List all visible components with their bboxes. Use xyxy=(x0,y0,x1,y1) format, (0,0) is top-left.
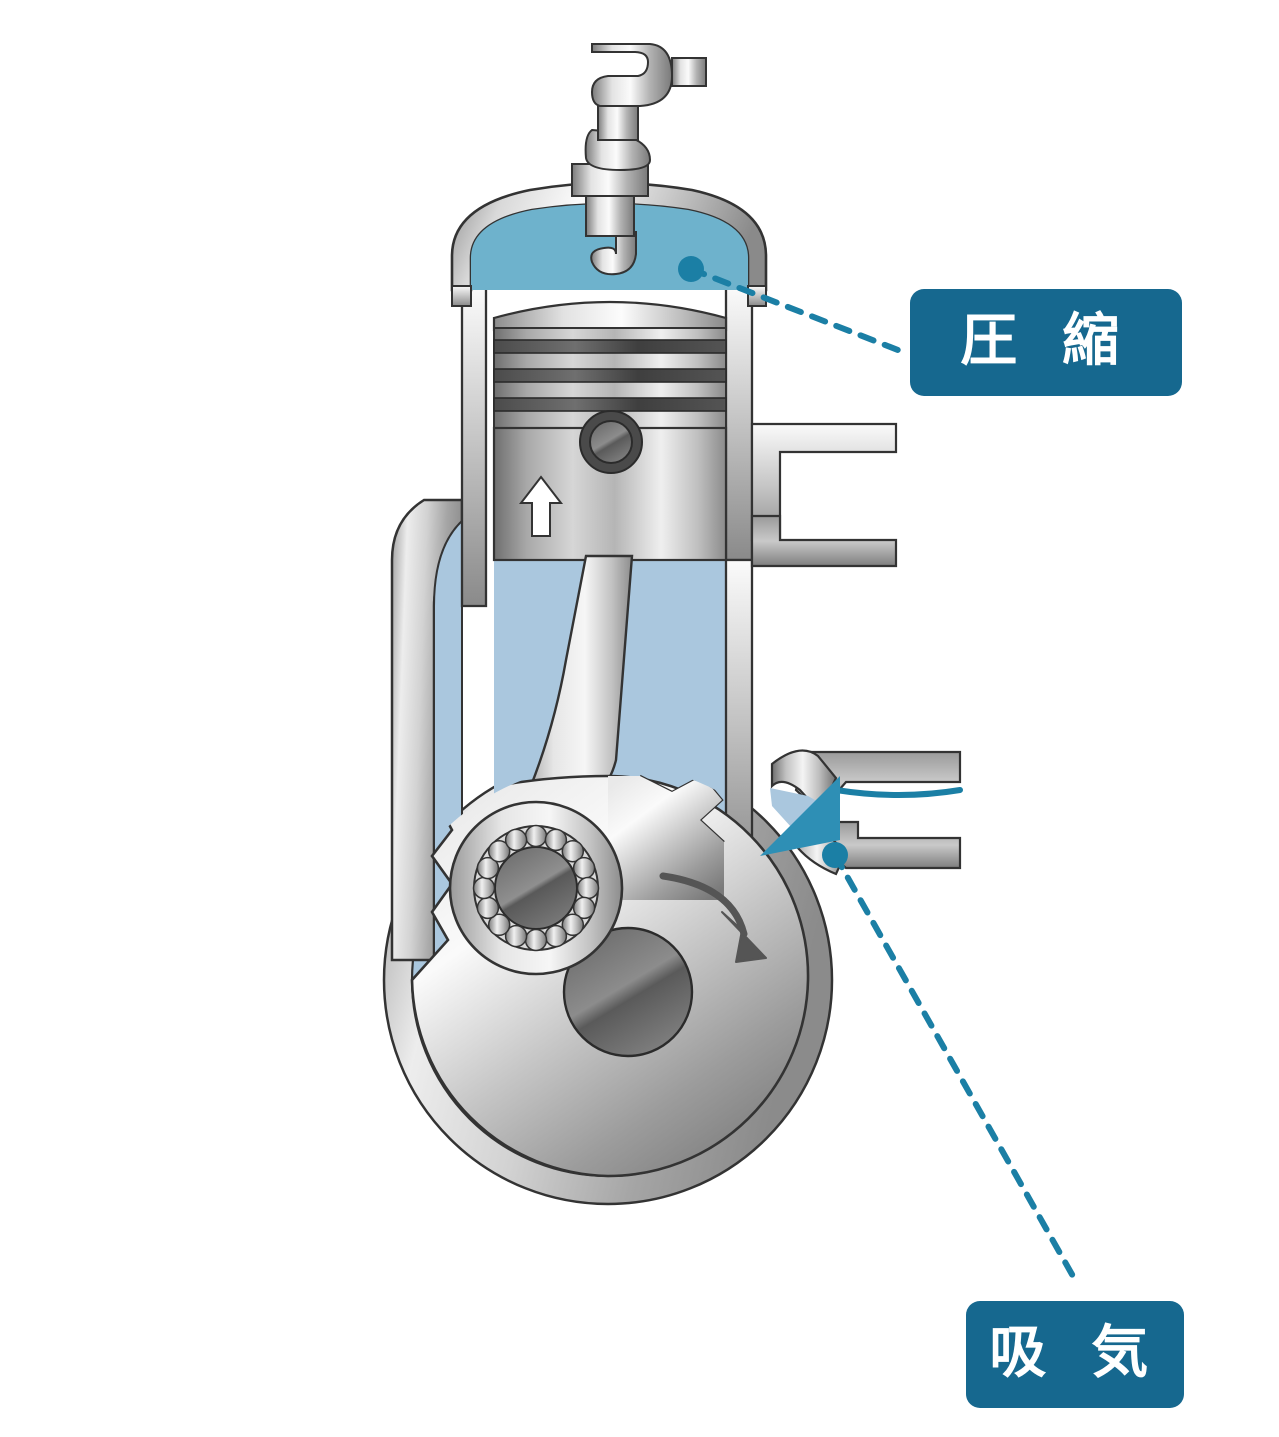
leader-intake xyxy=(822,842,1081,1288)
leader-dot-compression xyxy=(678,256,704,282)
piston-pin-boss-inner xyxy=(589,420,633,464)
exhaust-port-lower-wall xyxy=(750,514,898,568)
piston-ring-1 xyxy=(493,339,727,354)
spark-plug-electrode xyxy=(590,231,637,276)
spark-plug-lead-stub xyxy=(671,57,707,87)
cylinder-right-wall xyxy=(724,284,754,562)
label-compression-text: 圧 縮 xyxy=(960,308,1131,374)
exhaust-port xyxy=(750,422,898,568)
label-intake[interactable]: 吸 気 xyxy=(966,1301,1184,1408)
rotation-arrow-curve xyxy=(659,872,748,938)
bearing-inner-race xyxy=(494,846,578,930)
head-flange-left xyxy=(451,285,472,307)
spark-plug xyxy=(571,43,707,237)
intake-port-upper-wall xyxy=(794,750,962,814)
piston-crown xyxy=(492,300,728,332)
piston xyxy=(492,300,728,562)
label-intake-text: 吸 気 xyxy=(989,1320,1160,1386)
label-compression[interactable]: 圧 縮 xyxy=(910,289,1182,396)
spark-plug-body xyxy=(585,195,635,237)
leader-line-compression xyxy=(688,266,906,355)
cylinder-left-wall xyxy=(460,284,488,608)
label-intake-box[interactable] xyxy=(966,1301,1184,1408)
piston-travel-arrow-icon xyxy=(518,475,564,537)
intake-flow-arrowhead xyxy=(760,776,840,856)
leader-dot-intake xyxy=(822,842,848,868)
leader-line-intake xyxy=(832,852,1081,1288)
spark-plug-stem xyxy=(597,101,639,141)
big-end-bearing xyxy=(448,800,624,976)
crank-web-notch-fill xyxy=(608,776,724,900)
intake-flow-arrow xyxy=(760,776,963,856)
leader-compression xyxy=(678,256,906,355)
spark-plug-cap xyxy=(590,43,707,107)
piston-ring-2 xyxy=(493,368,727,383)
intake-flow-line xyxy=(833,787,963,798)
rotation-arrow xyxy=(659,872,767,963)
bearing-rollers xyxy=(472,824,600,952)
label-compression-box[interactable] xyxy=(910,289,1182,396)
crank-pin xyxy=(562,926,694,1058)
piston-ring-3 xyxy=(493,397,727,412)
rotation-arrow-head xyxy=(721,911,767,963)
